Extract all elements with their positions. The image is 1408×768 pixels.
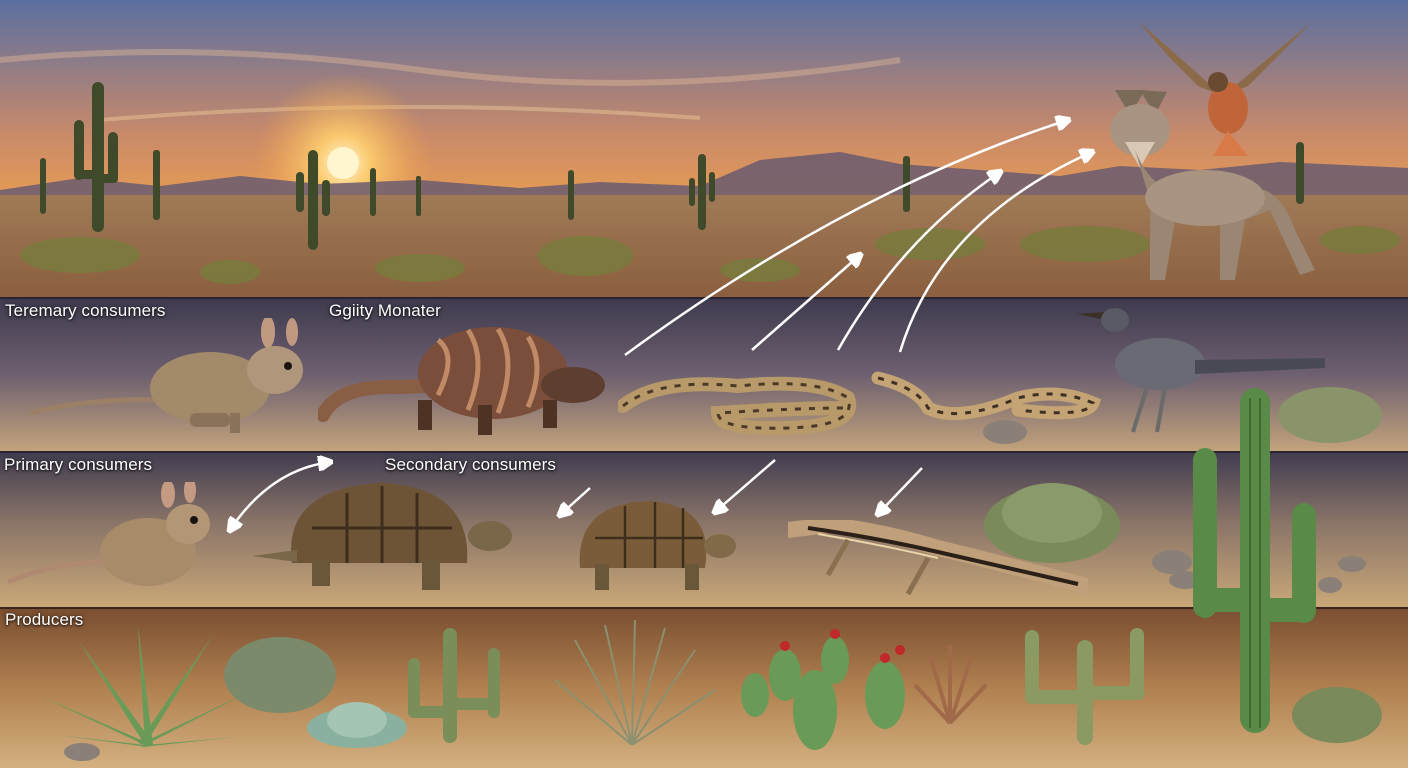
tortoise-icon: [252, 483, 512, 590]
label-producers: Producers: [5, 610, 84, 629]
label-tertiary-consumers: Teremary consumers: [5, 301, 166, 320]
kangaroo-rat-icon: [30, 318, 303, 433]
arrow-secondary-3: [878, 467, 923, 514]
snake-icon: [618, 371, 1102, 436]
shrub-icon: [554, 620, 716, 745]
label-gila-monster: Ggiity Monater: [329, 301, 441, 320]
arrow-snake-to-coyote-3: [836, 172, 1000, 351]
cholla-icon: [408, 628, 500, 743]
hawk-icon: [1138, 21, 1313, 156]
arrow-secondary-1: [560, 487, 591, 515]
coyote-icon: [1110, 90, 1315, 280]
arrow-secondary-2: [715, 459, 776, 512]
label-secondary-consumers: Secondary consumers: [385, 455, 557, 474]
saguaro-icon: [1193, 388, 1316, 733]
shrub-icon: [1278, 387, 1382, 443]
arrow-mouse-tortoise: [230, 462, 330, 530]
lizard-icon: [788, 520, 1088, 596]
cholla-icon: [1025, 628, 1145, 745]
mouse-icon: [8, 482, 210, 586]
arrow-snake-to-coyote-2: [751, 255, 860, 351]
arrow-snake-to-coyote: [624, 120, 1068, 357]
shrub-icon: [913, 645, 988, 725]
agave-icon: [38, 625, 253, 747]
shrub-icon: [224, 637, 336, 713]
gila-monster-icon: [318, 327, 605, 435]
arrow-snake-to-coyote-4: [898, 152, 1092, 353]
roadrunner-icon: [1077, 308, 1325, 433]
label-primary-consumers: Primary consumers: [4, 455, 153, 474]
shrub-icon: [1292, 687, 1382, 743]
prickly-pear-icon: [741, 629, 905, 750]
succulent-icon: [307, 702, 407, 748]
tortoise-icon: [579, 501, 736, 590]
shrub-icon: [984, 483, 1120, 563]
